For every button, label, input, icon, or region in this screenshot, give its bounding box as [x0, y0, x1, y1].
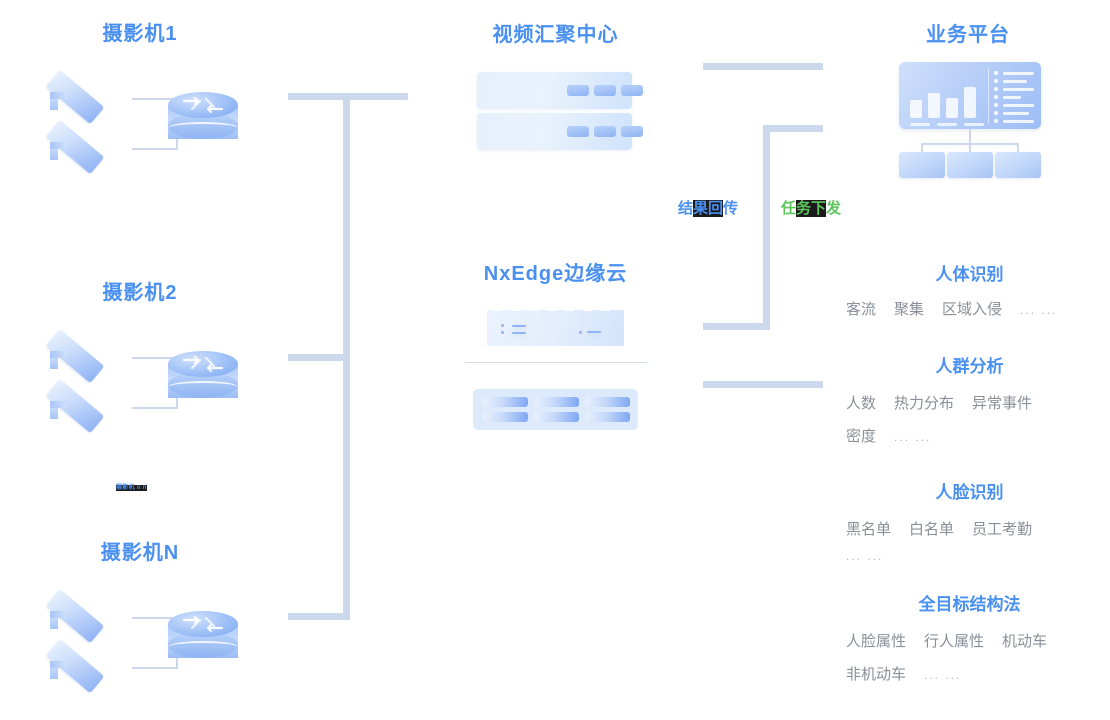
camera-group-2-title: 摄影机2 [102, 282, 178, 304]
bus-trunk-vertical [343, 93, 350, 620]
capability-tag: 聚集 [894, 301, 925, 318]
router-icon [168, 92, 238, 154]
capability-tag: 异常事件 [972, 395, 1033, 412]
capability-tag: 区域入侵 [942, 301, 1003, 318]
router-icon [168, 351, 238, 413]
capability-tags-face-recognition: 黑名单白名单员工考勤 [846, 517, 1032, 543]
capability-tag: 白名单 [909, 521, 955, 538]
router-arrows-icon [182, 355, 224, 373]
platform-tree-leg-3 [1017, 143, 1019, 153]
bus-branch-2 [288, 354, 350, 361]
camera-link-top [132, 357, 178, 359]
flow-label-task-dispatch: 任务下发 [781, 200, 842, 217]
video-center-title: 视频汇聚中心 [492, 24, 619, 46]
flow-label-task-selected: 务下 [796, 200, 827, 217]
blade-server-icon [473, 389, 638, 430]
platform-child-node [995, 152, 1041, 178]
flow-label-result-selected: 果回 [693, 200, 724, 217]
capability-tag: 非机动车 [846, 666, 907, 683]
edge-cloud-title: NxEdge边缘云 [483, 263, 628, 285]
capability-title-body-recognition: 人体识别 [935, 265, 1004, 284]
camera-icon [45, 112, 110, 175]
capability-tag: 行人属性 [924, 633, 985, 650]
camera-link-top [132, 617, 178, 619]
router-icon [168, 611, 238, 673]
platform-tree-leg-1 [921, 143, 923, 153]
camera-icon [45, 321, 110, 384]
capability-more: ... ... [924, 668, 962, 682]
flow-label-result-suffix: 传 [723, 200, 739, 217]
capability-tag: 密度 [846, 428, 877, 445]
camera-icon [45, 62, 110, 125]
camera-group-n-title: 摄影机N [100, 542, 180, 564]
capability-tag: 人数 [846, 395, 877, 412]
capability-title-face-recognition: 人脸识别 [935, 483, 1004, 502]
platform-branch-top [703, 63, 823, 70]
capability-more: ... ... [846, 549, 884, 563]
capability-tags-crowd-analysis-row2: 密度 ... ... [846, 424, 931, 450]
platform-trunk-vertical [763, 125, 770, 330]
camera-link-bottom [132, 667, 178, 669]
camera-link-bottom [132, 148, 178, 150]
server-rack-icon [477, 113, 643, 150]
capability-tags-body-recognition: 客流聚集区域入侵 ... ... [846, 297, 1057, 323]
capability-tag: 黑名单 [846, 521, 892, 538]
flow-label-result-prefix: 结 [678, 200, 694, 217]
camera-tiny-note: 摄影机 n n [116, 485, 147, 491]
capability-tag: 热力分布 [894, 395, 955, 412]
platform-tree-leg-2 [969, 143, 971, 153]
flow-label-task-prefix: 任 [781, 200, 797, 217]
capability-tags-full-target-structuring: 人脸属性行人属性机动车 [846, 629, 1047, 655]
server-rack-icon [477, 72, 643, 109]
router-arrows-icon [182, 96, 224, 114]
platform-branch-mid [763, 125, 823, 132]
capability-more-face-recognition: ... ... [846, 543, 883, 569]
router-arrows-icon [182, 615, 224, 633]
business-platform-title: 业务平台 [926, 24, 1010, 46]
edge-appliance-icon [487, 305, 624, 346]
platform-child-node [947, 152, 993, 178]
camera-link-top [132, 98, 178, 100]
capability-tag: 机动车 [1002, 633, 1048, 650]
flow-label-result-return: 结果回传 [678, 200, 739, 217]
capability-tag: 客流 [846, 301, 877, 318]
camera-group-1-title: 摄影机1 [102, 23, 178, 45]
platform-branch-bottom [703, 381, 823, 388]
capability-tags-crowd-analysis: 人数热力分布异常事件 [846, 391, 1032, 417]
capability-tags-full-target-structuring-row2: 非机动车 ... ... [846, 662, 961, 688]
platform-tree-stem [969, 129, 971, 144]
camera-icon [45, 581, 110, 644]
camera-icon [45, 371, 110, 434]
capability-tag: 人脸属性 [846, 633, 907, 650]
edge-divider [465, 362, 647, 363]
capability-title-crowd-analysis: 人群分析 [935, 357, 1004, 376]
capability-tag: 员工考勤 [972, 521, 1033, 538]
camera-link-bottom [132, 407, 178, 409]
capability-more: ... ... [894, 430, 932, 444]
camera-icon [45, 631, 110, 694]
platform-child-node [899, 152, 945, 178]
bus-branch-n [288, 613, 350, 620]
capability-more: ... ... [1020, 303, 1058, 317]
capability-title-full-target-structuring: 全目标结构法 [918, 595, 1021, 614]
platform-branch-lower [703, 323, 770, 330]
dashboard-icon [899, 62, 1041, 129]
flow-label-task-suffix: 发 [826, 200, 842, 217]
